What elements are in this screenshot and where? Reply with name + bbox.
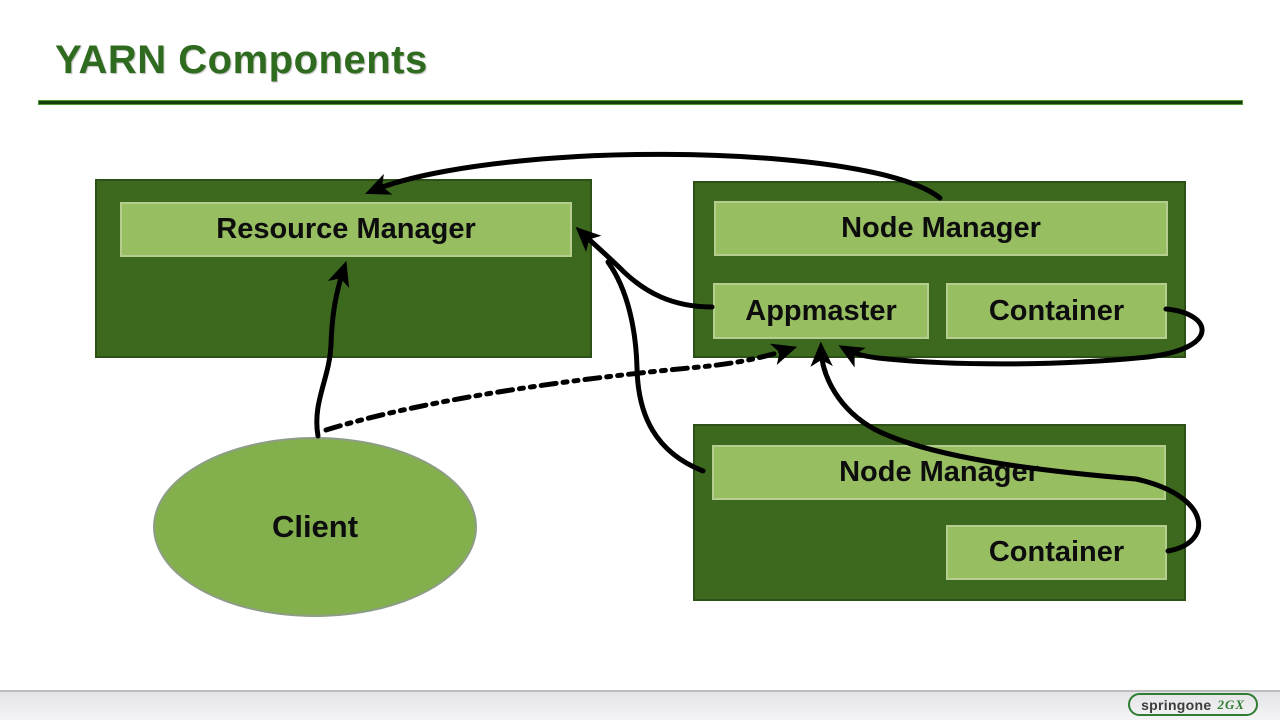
node-manager-top-label: Node Manager bbox=[714, 201, 1168, 256]
page-title: YARN Components bbox=[55, 38, 428, 82]
resource-manager-label: Resource Manager bbox=[120, 202, 572, 257]
client-label: Client bbox=[271, 509, 359, 544]
container-top-label: Container bbox=[946, 283, 1167, 339]
node-manager-top-box: Node Manager Appmaster Container bbox=[693, 181, 1186, 358]
arrow-nodemanager-bottom-to-resourcemanager bbox=[605, 259, 706, 474]
resource-manager-box: Resource Manager bbox=[95, 179, 592, 358]
container-bottom-label: Container bbox=[946, 525, 1167, 580]
footer-band bbox=[0, 690, 1280, 720]
title-underline bbox=[38, 100, 1243, 105]
springone-logo-suffix: 2GX bbox=[1217, 696, 1245, 712]
springone-logo-text: springone bbox=[1141, 696, 1212, 713]
appmaster-label: Appmaster bbox=[713, 283, 929, 339]
node-manager-bottom-label: Node Manager bbox=[712, 445, 1166, 500]
arrow-client-to-appmaster-dashed bbox=[323, 343, 798, 433]
client-node: Client bbox=[153, 437, 477, 617]
springone-logo: springone 2GX bbox=[1128, 693, 1258, 716]
node-manager-bottom-box: Node Manager Container bbox=[693, 424, 1186, 601]
